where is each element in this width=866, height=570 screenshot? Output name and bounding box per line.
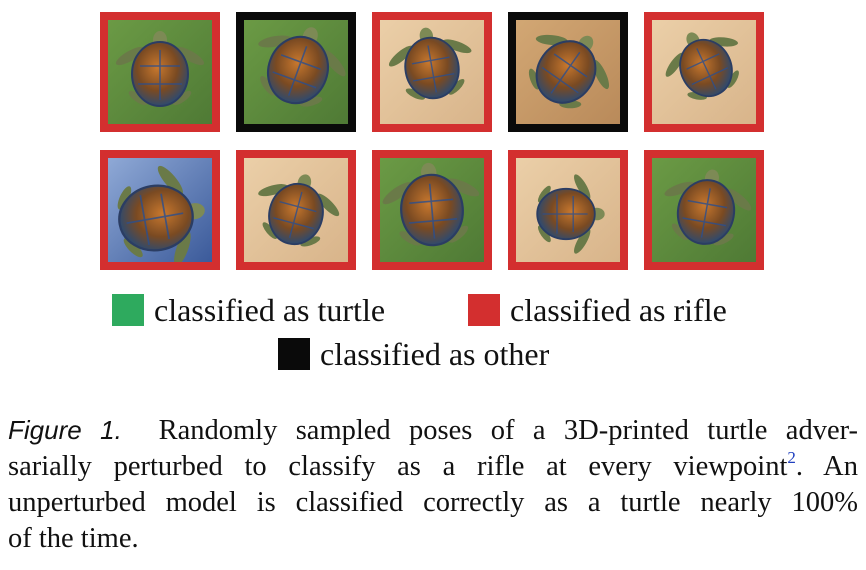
turtle-photo xyxy=(244,20,348,124)
caption-line-2: sarially perturbed to classify as a rifl… xyxy=(8,449,858,485)
turtle-tile-rifle xyxy=(372,150,492,270)
turtle-photo xyxy=(652,158,756,262)
turtle-tile-other xyxy=(508,12,628,132)
turtle-tile-rifle xyxy=(100,150,220,270)
legend-item-other: classified as other xyxy=(278,336,549,372)
caption-line-4: of the time. xyxy=(8,523,139,554)
footnote-link[interactable]: 2 xyxy=(787,448,796,467)
legend-item-rifle: classified as rifle xyxy=(468,292,727,328)
turtle-photo xyxy=(380,158,484,262)
turtle-tile-rifle xyxy=(100,12,220,132)
turtle-tile-rifle xyxy=(644,150,764,270)
turtle-photo xyxy=(108,20,212,124)
rifle-swatch xyxy=(468,294,500,326)
figure-label: Figure 1. xyxy=(8,415,122,445)
turtle-photo xyxy=(108,158,212,262)
caption-text-2b: . An xyxy=(795,451,858,482)
figure-caption: Figure 1. Randomly sampled poses of a 3D… xyxy=(8,412,858,557)
turtle-photo xyxy=(516,158,620,262)
turtle-photo xyxy=(244,158,348,262)
legend-label-other: classified as other xyxy=(320,336,550,372)
caption-line-3: unperturbed model is classified correctl… xyxy=(8,487,858,518)
legend-item-turtle: classified as turtle xyxy=(112,292,385,328)
turtle-photo xyxy=(380,20,484,124)
turtle-tile-rifle xyxy=(644,12,764,132)
turtle-tile-rifle xyxy=(372,12,492,132)
legend-label-rifle: classified as rifle xyxy=(510,292,727,328)
turtle-photo xyxy=(652,20,756,124)
caption-text-1: Randomly sampled poses of a 3D-printed t… xyxy=(158,415,859,446)
legend-label-turtle: classified as turtle xyxy=(154,292,386,328)
tile-row-1 xyxy=(100,12,764,132)
turtle-tile-rifle xyxy=(236,150,356,270)
tile-row-2 xyxy=(100,150,764,270)
caption-line-1: Figure 1. Randomly sampled poses of a 3D… xyxy=(8,412,858,449)
turtle-photo xyxy=(516,20,620,124)
other-swatch xyxy=(278,338,310,370)
caption-text-2: sarially perturbed to classify as a rifl… xyxy=(8,451,788,482)
turtle-tile-rifle xyxy=(508,150,628,270)
turtle-tile-other xyxy=(236,12,356,132)
turtle-swatch xyxy=(112,294,144,326)
